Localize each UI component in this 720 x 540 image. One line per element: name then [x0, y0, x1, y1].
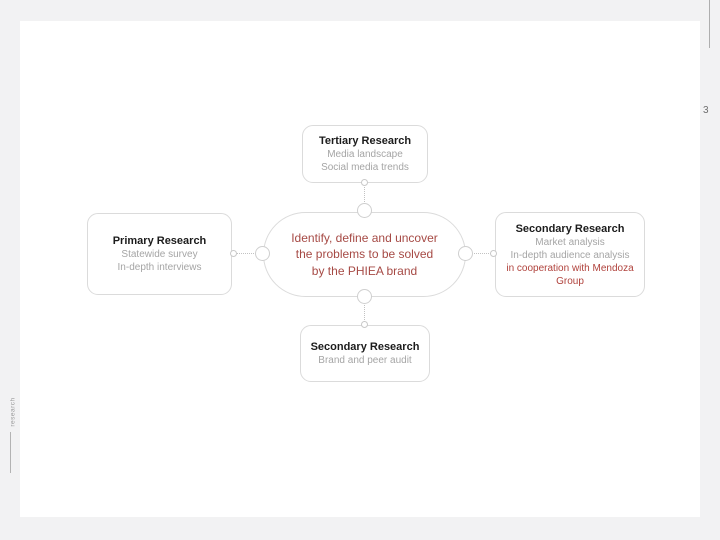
anchor-circle-top — [357, 203, 372, 218]
central-statement-line: by the PHIEA brand — [311, 263, 418, 278]
node-central-problem-statement: Identify, define and uncover the problem… — [263, 212, 466, 297]
anchor-circle-bottom — [357, 289, 372, 304]
connector-dot-bottom — [361, 321, 368, 328]
connector-line-left — [237, 253, 256, 254]
node-title: Tertiary Research — [318, 135, 412, 147]
node-detail: In-depth audience analysis — [510, 249, 630, 261]
node-detail: Statewide survey — [121, 249, 198, 260]
connector-dot-left — [230, 250, 237, 257]
connector-line-right — [474, 253, 491, 254]
node-secondary-research-audit: Secondary Research Brand and peer audit — [300, 325, 430, 382]
node-detail: Social media trends — [321, 162, 409, 173]
node-title: Primary Research — [112, 235, 207, 247]
top-right-rule — [709, 0, 710, 48]
node-detail: Market analysis — [535, 236, 605, 248]
node-detail-accent: in cooperation with Mendoza Group — [506, 262, 634, 287]
central-statement-line: the problems to be solved — [295, 247, 434, 262]
connector-dot-right — [490, 250, 497, 257]
anchor-circle-left — [255, 246, 270, 261]
page-number: 3 — [703, 105, 709, 116]
connector-line-top — [364, 187, 365, 204]
node-secondary-research-market: Secondary Research Market analysis In-de… — [495, 212, 645, 297]
anchor-circle-right — [458, 246, 473, 261]
side-label-research: research — [9, 397, 17, 427]
node-detail: Media landscape — [327, 149, 403, 160]
bottom-left-rule — [10, 432, 11, 473]
connector-line-bottom — [364, 305, 365, 322]
node-primary-research: Primary Research Statewide survey In-dep… — [87, 213, 232, 295]
central-statement-line: Identify, define and uncover — [291, 230, 438, 245]
node-detail: Brand and peer audit — [318, 355, 412, 366]
node-title: Secondary Research — [515, 222, 625, 235]
node-detail: In-depth interviews — [117, 262, 202, 273]
connector-dot-top — [361, 179, 368, 186]
node-tertiary-research: Tertiary Research Media landscape Social… — [302, 125, 428, 183]
node-title: Secondary Research — [310, 341, 420, 353]
